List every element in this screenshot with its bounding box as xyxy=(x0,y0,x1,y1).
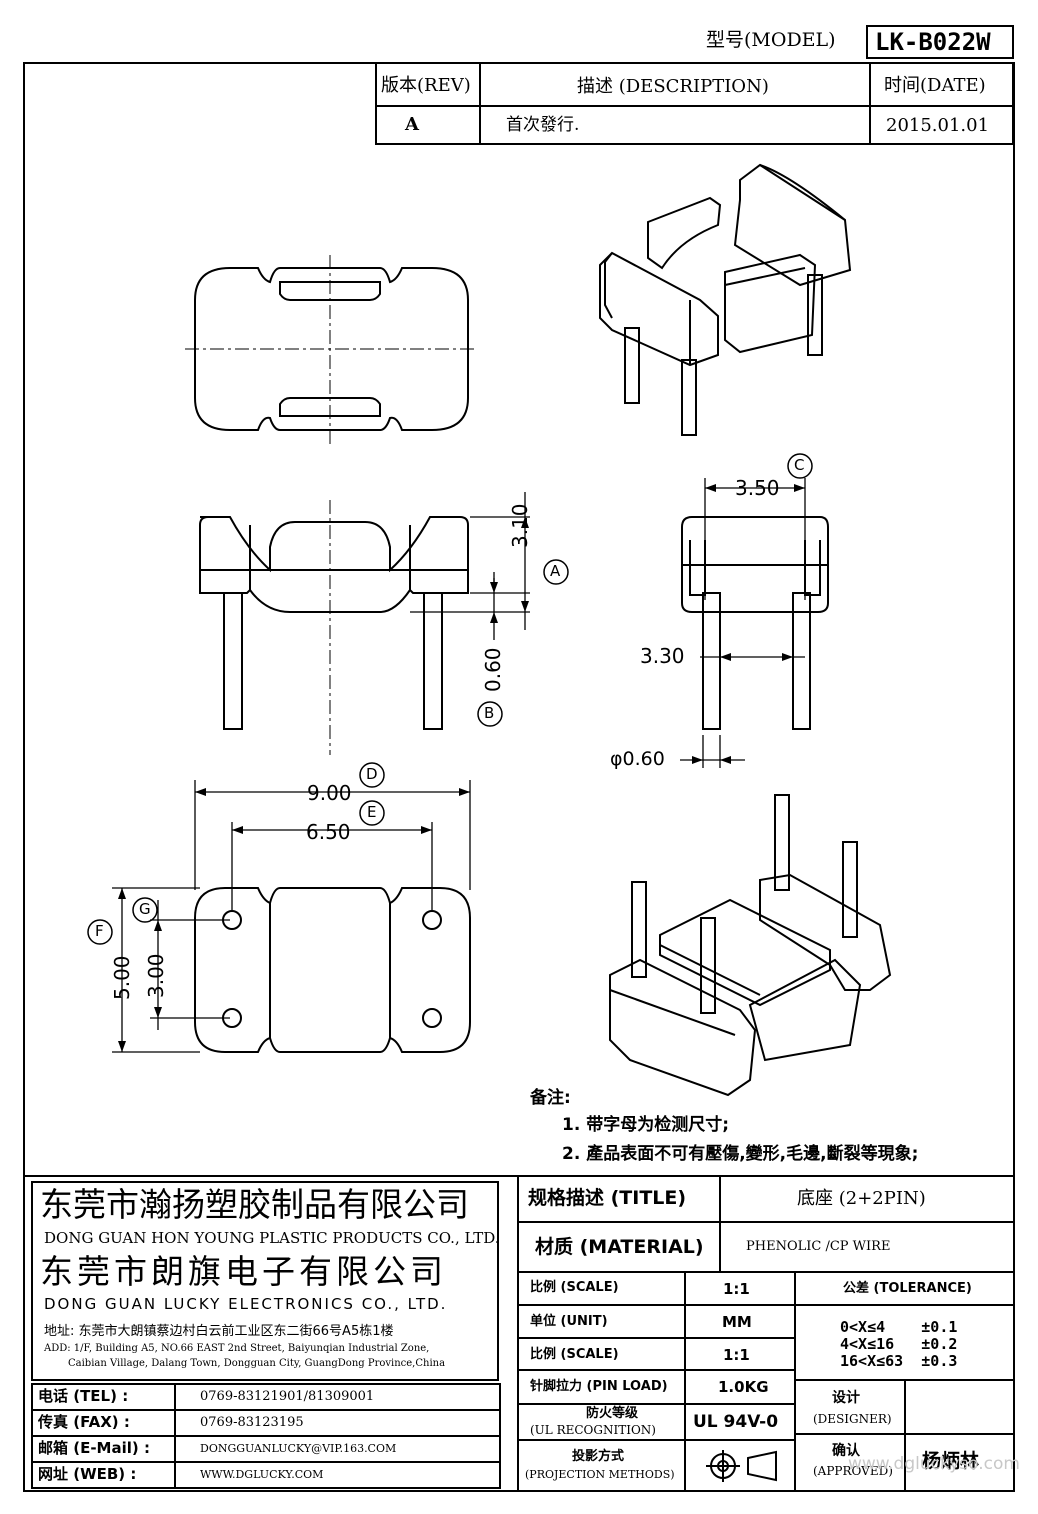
marker-f: F xyxy=(95,922,104,940)
web-label: 网址 (WEB) : xyxy=(38,1465,137,1483)
watermark: www.dgluckyso.com xyxy=(848,1454,1020,1474)
title-label: 规格描述 (TITLE) xyxy=(528,1187,687,1209)
company-name-en-2: DONG GUAN LUCKY ELECTRONICS CO., LTD. xyxy=(44,1295,448,1313)
side-view-outline xyxy=(681,516,829,730)
front-view-outline xyxy=(199,516,469,730)
material-label: 材质 (MATERIAL) xyxy=(535,1236,704,1258)
description-column-header: 描述 (DESCRIPTION) xyxy=(577,76,769,97)
unit-label: 单位 (UNIT) xyxy=(530,1314,608,1329)
scale2-value: 1:1 xyxy=(723,1346,750,1364)
model-value: LK-B022W xyxy=(875,28,991,56)
rev-column-header: 版本(REV) xyxy=(381,75,471,96)
dim-6-50: 6.50 xyxy=(306,820,351,844)
model-box xyxy=(866,25,1014,59)
dim-5-00: 5.00 xyxy=(110,955,134,1000)
ul-label-cn: 防火等级 xyxy=(586,1406,639,1421)
tolerance-row-3: 16<X≤63 ±0.3 xyxy=(840,1352,958,1370)
approved-label-cn: 确认 xyxy=(832,1443,860,1459)
marker-c: C xyxy=(794,456,805,474)
marker-circles xyxy=(87,453,813,945)
dim-3-30: 3.30 xyxy=(640,644,685,668)
ul-value: UL 94V-0 xyxy=(693,1412,779,1432)
tolerance-label: 公差 (TOLERANCE) xyxy=(843,1281,972,1296)
note-1: 1. 带字母为检测尺寸; xyxy=(562,1115,730,1135)
dim-phi-0-60: φ0.60 xyxy=(610,748,665,770)
unit-value: MM xyxy=(722,1313,752,1331)
email-value: DONGGUANLUCKY@VIP.163.COM xyxy=(200,1442,397,1455)
marker-b: B xyxy=(484,704,495,722)
material-value: PHENOLIC /CP WIRE xyxy=(746,1239,891,1254)
ul-label-en: (UL RECOGNITION) xyxy=(530,1423,656,1437)
rev-value: A xyxy=(405,114,419,135)
address-cn: 地址: 东莞市大朗镇蔡边村白云前工业区东二街66号A5栋1楼 xyxy=(44,1324,394,1339)
date-value: 2015.01.01 xyxy=(886,115,990,136)
notes-heading: 备注: xyxy=(530,1088,571,1108)
scale-value: 1:1 xyxy=(723,1280,750,1298)
marker-d: D xyxy=(366,765,378,783)
dim-3-50: 3.50 xyxy=(735,476,780,500)
email-label: 邮箱 (E-Mail) : xyxy=(38,1439,150,1457)
designer-label-en: (DESIGNER) xyxy=(813,1412,892,1426)
tel-label: 电话 (TEL) : xyxy=(38,1387,129,1405)
marker-e: E xyxy=(367,803,377,821)
projection-label-en: (PROJECTION METHODS) xyxy=(525,1468,675,1481)
scale2-label: 比例 (SCALE) xyxy=(530,1347,619,1362)
projection-label-cn: 投影方式 xyxy=(572,1449,625,1464)
approver-name: 杨炳林 xyxy=(922,1450,980,1472)
tel-value: 0769-83121901/81309001 xyxy=(200,1389,375,1404)
top-view-outline xyxy=(194,267,469,431)
tolerance-row-2: 4<X≤16 ±0.2 xyxy=(840,1335,958,1353)
approved-label-en: (APPROVED) xyxy=(813,1464,893,1478)
marker-a: A xyxy=(550,562,561,580)
date-column-header: 时间(DATE) xyxy=(884,75,986,96)
marker-g: G xyxy=(139,900,151,918)
projection-symbol-icon xyxy=(706,1450,777,1482)
model-label: 型号(MODEL) xyxy=(706,29,836,51)
company-name-en-1: DONG GUAN HON YOUNG PLASTIC PRODUCTS CO.… xyxy=(44,1229,500,1247)
dim-3-10: 3.10 xyxy=(508,503,532,548)
note-2: 2. 產品表面不可有壓傷,變形,毛邊,斷裂等現象; xyxy=(562,1144,919,1164)
dimension-arrowheads xyxy=(118,484,805,1052)
company-name-cn-2: 东莞市朗旗电子有限公司 xyxy=(40,1252,447,1291)
iso-view-top xyxy=(599,163,852,436)
description-value: 首次發行. xyxy=(506,115,580,135)
scale-label: 比例 (SCALE) xyxy=(530,1280,619,1295)
dim-9-00: 9.00 xyxy=(307,781,352,805)
company-name-cn-1: 东莞市瀚扬塑胶制品有限公司 xyxy=(40,1185,469,1224)
tolerance-row-1: 0<X≤4 ±0.1 xyxy=(840,1318,958,1336)
dim-0-60: 0.60 xyxy=(481,647,505,692)
bottom-view-dimensions xyxy=(112,780,471,1053)
side-view-dimensions xyxy=(680,478,806,768)
top-view-centerlines xyxy=(185,255,476,445)
iso-view-bottom xyxy=(609,794,892,1097)
pin-load-value: 1.0KG xyxy=(718,1378,769,1396)
revision-table-grid xyxy=(375,62,1014,145)
address-en-2: Caibian Village, Dalang Town, Dongguan C… xyxy=(68,1358,446,1369)
bottom-view-outline xyxy=(194,887,471,1053)
web-value: WWW.DGLUCKY.COM xyxy=(200,1468,324,1481)
pin-load-label: 针脚拉力 (PIN LOAD) xyxy=(530,1379,668,1394)
info-block-grid xyxy=(24,1175,1013,1491)
address-en-1: ADD: 1/F, Building A5, NO.66 EAST 2nd St… xyxy=(44,1343,430,1354)
dim-3-00: 3.00 xyxy=(144,953,168,998)
fax-label: 传真 (FAX) : xyxy=(38,1413,130,1431)
designer-label-cn: 设计 xyxy=(832,1390,860,1406)
title-value: 底座 (2+2PIN) xyxy=(797,1188,926,1209)
fax-value: 0769-83123195 xyxy=(200,1415,304,1430)
